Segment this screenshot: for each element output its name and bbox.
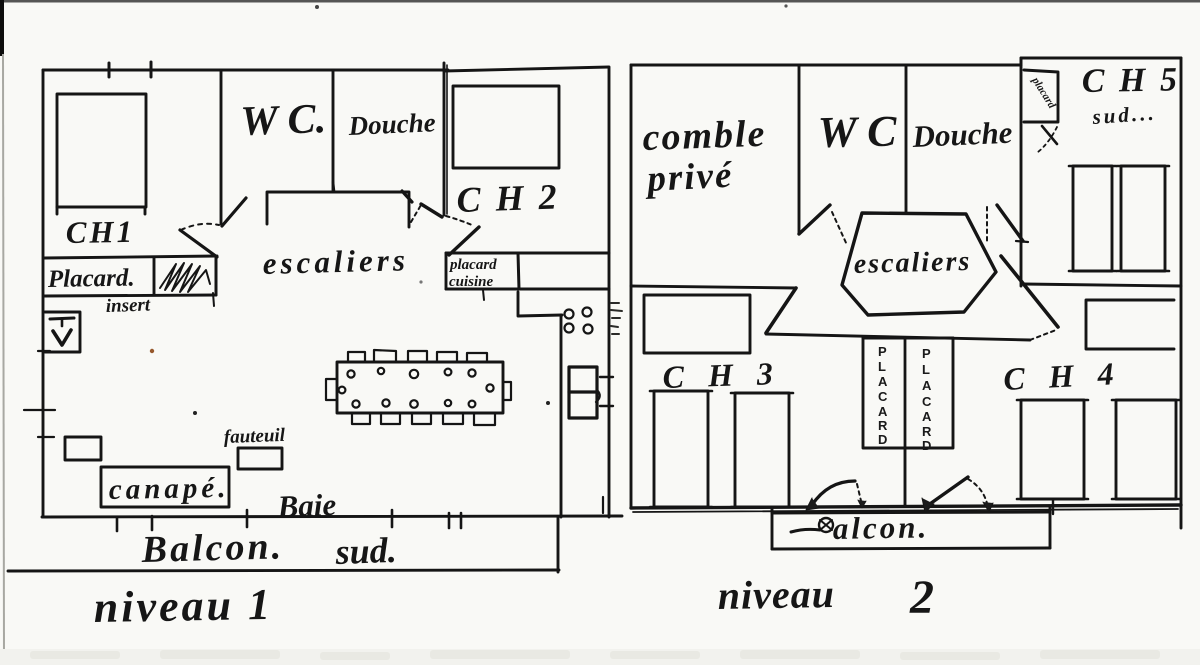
svg-text:Baie: Baie (276, 487, 337, 524)
svg-text:niveau: niveau (717, 571, 835, 618)
svg-text:A: A (922, 409, 932, 424)
svg-text:escaliers: escaliers (853, 246, 971, 280)
svg-text:A: A (878, 404, 888, 419)
svg-text:C: C (878, 389, 888, 404)
svg-text:canapé.: canapé. (109, 472, 230, 506)
svg-text:R: R (922, 424, 932, 439)
svg-text:sud.: sud. (334, 530, 397, 572)
svg-text:CH1: CH1 (66, 214, 136, 250)
svg-text:Balcon.: Balcon. (140, 525, 284, 571)
svg-text:alcon.: alcon. (833, 509, 930, 546)
svg-text:W C.: W C. (240, 96, 327, 145)
svg-text:sud...: sud... (1091, 101, 1158, 129)
svg-text:comble: comble (642, 113, 767, 159)
svg-text:C H 3: C H 3 (662, 355, 781, 395)
svg-text:privé: privé (643, 155, 734, 201)
svg-text:D: D (878, 432, 887, 447)
svg-text:placard: placard (448, 257, 497, 273)
svg-text:fauteuil: fauteuil (223, 425, 286, 448)
svg-text:cuisine: cuisine (449, 274, 494, 290)
svg-text:Douche: Douche (347, 107, 436, 141)
svg-text:A: A (922, 378, 932, 393)
svg-text:R: R (878, 418, 888, 433)
svg-text:2: 2 (909, 571, 934, 624)
svg-text:C H 5: C H 5 (1081, 61, 1180, 100)
svg-text:P: P (922, 346, 931, 361)
svg-text:A: A (878, 374, 888, 389)
svg-text:Placard.: Placard. (47, 264, 135, 293)
svg-text:P: P (878, 344, 887, 359)
svg-text:C H 4: C H 4 (1002, 355, 1122, 397)
svg-text:Douche: Douche (911, 115, 1014, 154)
svg-text:W C: W C (817, 107, 897, 157)
svg-text:C H 2: C H 2 (456, 176, 560, 220)
svg-text:insert: insert (105, 294, 151, 317)
svg-text:escaliers: escaliers (262, 242, 409, 281)
svg-text:L: L (922, 362, 930, 377)
svg-text:C: C (922, 394, 932, 409)
svg-text:D: D (922, 438, 931, 453)
svg-text:L: L (878, 359, 886, 374)
svg-text:niveau 1: niveau 1 (93, 580, 273, 632)
